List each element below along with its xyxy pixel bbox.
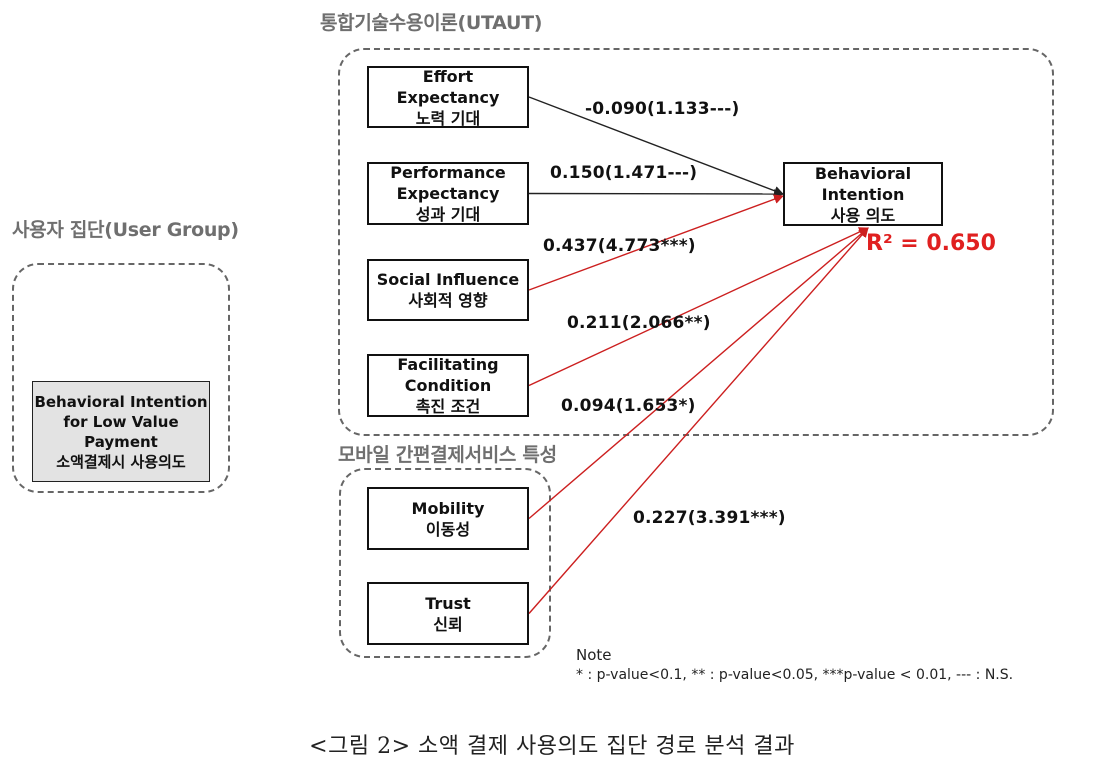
mobile-group-title: 모바일 간편결제서비스 특성 xyxy=(338,444,557,466)
path-arrow-mobility xyxy=(528,227,869,520)
node-label: Behavioral Intention xyxy=(34,392,208,411)
node-behavioral-intention: Behavioral Intention 사용 의도 xyxy=(783,162,943,226)
node-label: Expectancy xyxy=(396,184,500,203)
path-coef-effort: -0.090(1.133---) xyxy=(585,99,740,119)
path-arrow-social xyxy=(528,194,784,291)
path-coef-mobility: 0.094(1.653*) xyxy=(561,396,696,416)
path-coef-social: 0.437(4.773***) xyxy=(543,236,696,256)
node-label: Condition xyxy=(404,376,492,395)
node-label: Mobility xyxy=(411,498,485,518)
user-group-box xyxy=(12,263,230,493)
node-facilitating-condition: Facilitating Condition 촉진 조건 xyxy=(367,354,529,417)
node-label: Performance xyxy=(390,163,506,182)
node-label: 성과 기대 xyxy=(415,205,481,224)
path-arrow-effort xyxy=(528,96,784,196)
path-coef-facilitating: 0.211(2.066**) xyxy=(567,313,711,333)
utaut-group-title: 통합기술수용이론(UTAUT) xyxy=(320,12,543,34)
node-label: 이동성 xyxy=(425,519,471,539)
note-text: * : p-value<0.1, ** : p-value<0.05, ***p… xyxy=(576,667,1014,683)
r-squared-value: R² = 0.650 xyxy=(866,231,996,256)
node-label: 노력 기대 xyxy=(415,108,481,128)
node-label: Trust xyxy=(425,593,471,613)
path-arrow-performance xyxy=(528,189,784,199)
node-label: 사용 의도 xyxy=(830,205,896,225)
node-performance-expectancy: Performance Expectancy 성과 기대 xyxy=(367,162,529,225)
node-mobility: Mobility 이동성 xyxy=(367,487,529,550)
path-coef-trust: 0.227(3.391***) xyxy=(633,508,786,528)
node-label: Effort xyxy=(422,66,474,86)
utaut-group-box xyxy=(338,48,1054,436)
mobile-group-box xyxy=(339,468,551,658)
node-label: 소액결제시 사용의도 xyxy=(56,452,186,471)
node-label: Social Influence xyxy=(376,270,520,289)
node-label: 촉진 조건 xyxy=(415,397,481,416)
figure-caption: <그림 2> 소액 결제 사용의도 집단 경로 분석 결과 xyxy=(309,734,795,759)
node-label: 신뢰 xyxy=(433,614,463,634)
node-trust: Trust 신뢰 xyxy=(367,582,529,645)
path-arrow-trust xyxy=(528,227,869,614)
path-coef-performance: 0.150(1.471---) xyxy=(550,163,698,183)
node-effort-expectancy: Effort Expectancy 노력 기대 xyxy=(367,66,529,128)
node-label: for Low Value xyxy=(63,412,179,431)
node-label: Intention xyxy=(821,184,905,204)
node-label: 사회적 영향 xyxy=(408,291,488,310)
node-user-group-intention: Behavioral Intention for Low Value Payme… xyxy=(32,381,210,482)
node-label: Expectancy xyxy=(396,87,500,107)
path-arrow-facilitating xyxy=(528,227,869,387)
note-heading: Note xyxy=(576,646,612,664)
node-label: Facilitating xyxy=(397,355,499,374)
node-label: Payment xyxy=(84,432,158,451)
node-label: Behavioral xyxy=(814,163,912,183)
node-social-influence: Social Influence 사회적 영향 xyxy=(367,259,529,321)
user-group-title: 사용자 집단(User Group) xyxy=(12,219,239,241)
